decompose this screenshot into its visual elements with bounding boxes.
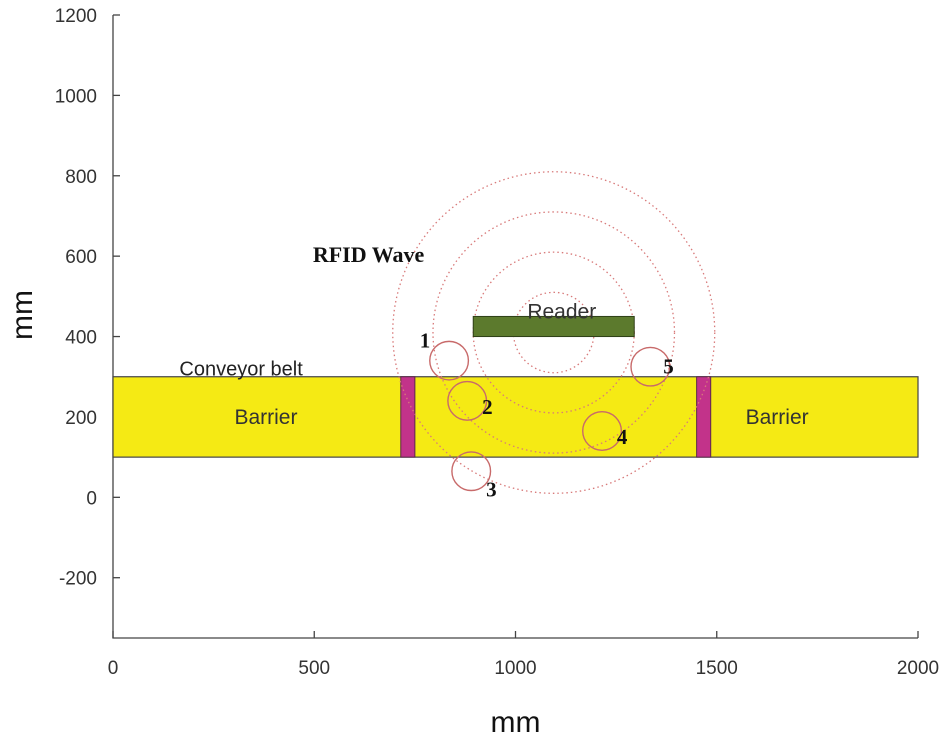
rfid-wave-ring-3 [432,211,676,454]
tags-layer: 1 2 3 4 5 [420,329,674,502]
barrier-2 [696,376,712,458]
tag-label-2: 2 [482,395,493,419]
y-tick-label: 0 [86,488,97,509]
y-tick-label: 1000 [55,86,97,107]
y-axis-label: mm [6,290,39,340]
tag-label-4: 4 [617,425,628,449]
tag-label-5: 5 [663,355,674,379]
x-tick-label: 2000 [897,658,939,679]
barrier-label-1: Barrier [234,406,297,429]
reader [472,315,635,338]
y-tick-label: 400 [65,328,97,349]
x-tick-label: 1000 [494,658,536,679]
tag-label-3: 3 [486,477,497,501]
barrier-label-2: Barrier [746,406,809,429]
conveyor-belt-label: Conveyor belt [179,359,303,381]
x-tick-label: 1500 [696,658,738,679]
y-tick-label: 800 [65,167,97,188]
y-tick-label: 200 [65,408,97,429]
y-tick-label: -200 [59,569,97,590]
y-tick-label: 600 [65,247,97,268]
rfid-wave-label: RFID Wave [313,242,425,267]
tag-4 [582,411,623,451]
tag-1 [429,340,470,381]
tag-3 [451,451,492,492]
x-axis-label: mm [491,706,541,739]
tag-5 [630,346,671,387]
tag-label-1: 1 [420,329,431,353]
axes: -200 0 200 400 600 800 1000 1200 0 500 1000 1500 200… [55,6,939,679]
y-tick-label: 1200 [55,6,97,27]
barrier-1 [400,376,416,458]
tag-2 [447,380,488,421]
conveyor-belt [112,376,919,458]
reader-label: Reader [527,300,596,323]
reader-layer: Reader [472,300,635,338]
x-tick-label: 0 [108,658,119,679]
x-tick-label: 500 [298,658,330,679]
rfid-wave-ring-4 [392,171,716,494]
